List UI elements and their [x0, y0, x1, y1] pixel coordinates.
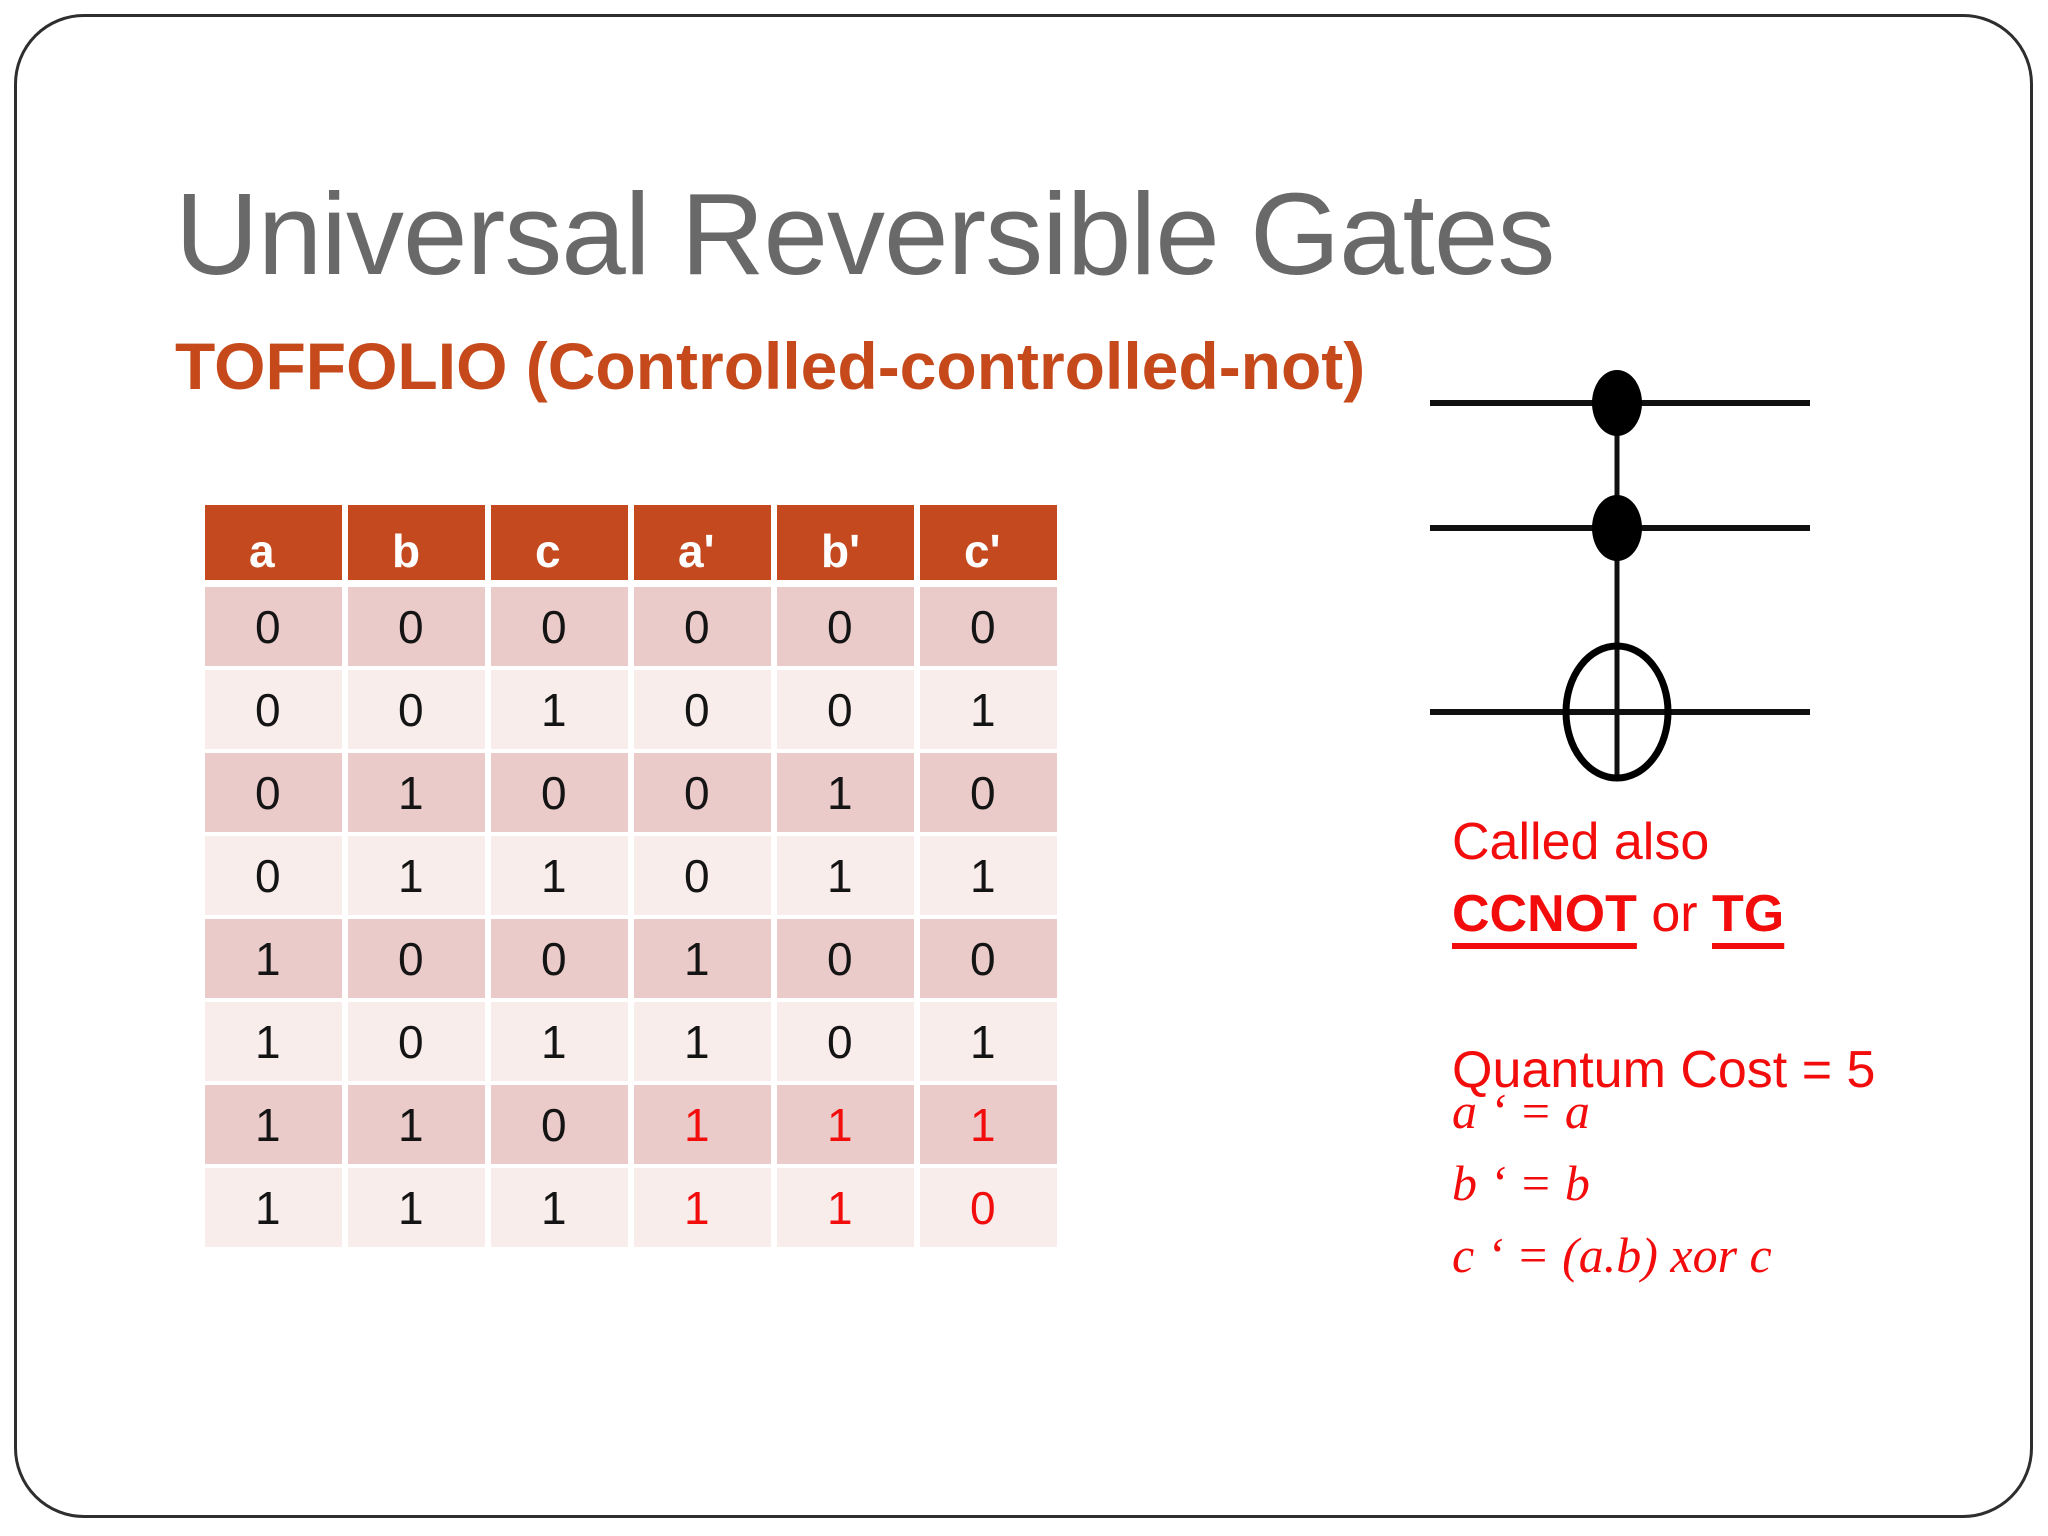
table-cell: 0 — [205, 587, 342, 666]
table-cell: 1 — [491, 670, 628, 749]
table-cell: 1 — [634, 1085, 771, 1164]
table-cell: 0 — [634, 670, 771, 749]
table-cell: 0 — [777, 919, 914, 998]
table-cell: 1 — [920, 1085, 1057, 1164]
called-also-block: Called also CCNOT or TG — [1452, 806, 1784, 950]
table-cell: 1 — [777, 1168, 914, 1247]
column-header: b — [348, 505, 485, 580]
equation-b: b ‘ = b — [1452, 1155, 1590, 1211]
table-cell: 0 — [205, 670, 342, 749]
column-header: a — [205, 505, 342, 580]
quantum-cost-text: Quantum Cost = 5 — [1452, 1041, 1876, 1099]
table-cell: 1 — [348, 836, 485, 915]
table-cell: 0 — [777, 1002, 914, 1081]
table-cell: 1 — [205, 1085, 342, 1164]
table-cell: 1 — [491, 836, 628, 915]
table-cell: 0 — [634, 753, 771, 832]
column-header: b' — [777, 505, 914, 580]
xor-target-icon — [1562, 642, 1672, 782]
tg-label: TG — [1712, 885, 1785, 943]
table-cell: 1 — [348, 1168, 485, 1247]
control-dot-a — [1592, 370, 1642, 436]
or-text: or — [1636, 885, 1713, 943]
table-cell: 0 — [205, 836, 342, 915]
table-cell: 0 — [920, 919, 1057, 998]
table-cell: 1 — [777, 1085, 914, 1164]
table-cell: 1 — [205, 919, 342, 998]
aliases-line: CCNOT or TG — [1452, 878, 1784, 950]
table-cell: 0 — [348, 1002, 485, 1081]
table-cell: 0 — [920, 753, 1057, 832]
table-cell: 0 — [348, 587, 485, 666]
equation-a: a ‘ = a — [1452, 1083, 1590, 1139]
table-cell: 1 — [348, 753, 485, 832]
table-cell: 1 — [491, 1002, 628, 1081]
table-cell: 0 — [348, 670, 485, 749]
equations-list: a ‘ = a b ‘ = b c ‘ = (a.b) xor c — [1452, 1075, 1772, 1291]
table-cell: 0 — [491, 587, 628, 666]
table-cell: 1 — [634, 1168, 771, 1247]
table-cell: 1 — [777, 753, 914, 832]
control-dot-b — [1592, 495, 1642, 561]
table-cell: 1 — [920, 1002, 1057, 1081]
table-cell: 1 — [205, 1168, 342, 1247]
subtitle: TOFFOLIO (Controlled-controlled-not) — [175, 329, 1366, 403]
table-cell: 0 — [348, 919, 485, 998]
table-cell: 1 — [348, 1085, 485, 1164]
table-cell: 0 — [634, 836, 771, 915]
equation-c: c ‘ = (a.b) xor c — [1452, 1227, 1772, 1283]
called-also-text: Called also — [1452, 813, 1710, 871]
table-cell: 1 — [920, 836, 1057, 915]
table-cell: 1 — [634, 1002, 771, 1081]
table-cell: 0 — [920, 587, 1057, 666]
table-cell: 0 — [491, 1085, 628, 1164]
column-header: c' — [920, 505, 1057, 580]
page-title: Universal Reversible Gates — [175, 169, 1555, 299]
table-cell: 0 — [777, 670, 914, 749]
ccnot-label: CCNOT — [1452, 885, 1637, 943]
table-cell: 1 — [777, 836, 914, 915]
table-cell: 0 — [777, 587, 914, 666]
toffoli-circuit-diagram — [1430, 370, 1810, 782]
table-cell: 0 — [920, 1168, 1057, 1247]
column-header: c — [491, 505, 628, 580]
table-cell: 1 — [634, 919, 771, 998]
slide-border — [14, 14, 2033, 1518]
table-cell: 1 — [920, 670, 1057, 749]
table-cell: 0 — [491, 919, 628, 998]
table-cell: 0 — [491, 753, 628, 832]
table-cell: 0 — [634, 587, 771, 666]
table-cell: 0 — [205, 753, 342, 832]
column-header: a' — [634, 505, 771, 580]
table-cell: 1 — [205, 1002, 342, 1081]
table-cell: 1 — [491, 1168, 628, 1247]
